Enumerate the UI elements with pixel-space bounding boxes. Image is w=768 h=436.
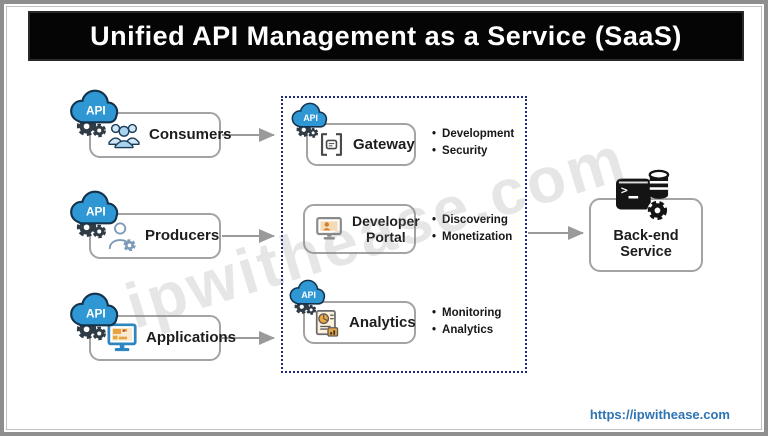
api-cloud-icon [68,292,122,348]
source-node-consumers[interactable]: Consumers [89,112,232,158]
analytics-bullet-list: Monitoring Analytics [432,305,537,339]
component-node-gateway[interactable]: Gateway [306,123,416,166]
bullet-item: Discovering [432,212,537,229]
component-label-analytics: Analytics [349,313,416,331]
component-label-developer-portal: Developer Portal [352,212,420,245]
gateway-bullet-list: Development Security [432,126,537,160]
backend-node[interactable]: Back-end Service [589,198,703,272]
source-label-applications: Applications [146,329,237,347]
backend-server-icon [614,168,672,227]
developer-portal-icon [315,216,344,242]
bullet-item: Security [432,143,537,160]
api-cloud-icon [68,190,122,246]
page-title: Unified API Management as a Service (Saa… [90,20,682,51]
source-label-producers: Producers [145,227,220,245]
api-cloud-icon [288,279,328,322]
source-label-consumers: Consumers [149,126,232,144]
api-cloud-icon [68,89,122,145]
component-node-analytics[interactable]: Analytics [303,301,416,344]
title-bar: Unified API Management as a Service (Saa… [28,11,744,61]
component-node-developer-portal[interactable]: Developer Portal [303,204,420,254]
bullet-item: Monetization [432,229,537,246]
bullet-item: Monitoring [432,305,537,322]
developer-portal-bullet-list: Discovering Monetization [432,212,537,246]
component-label-gateway: Gateway [353,135,415,153]
bullet-item: Analytics [432,322,537,339]
backend-label: Back-end Service [613,227,679,261]
footer-link[interactable]: https://ipwithease.com [589,407,730,422]
api-cloud-icon [290,102,330,145]
bullet-item: Development [432,126,537,143]
